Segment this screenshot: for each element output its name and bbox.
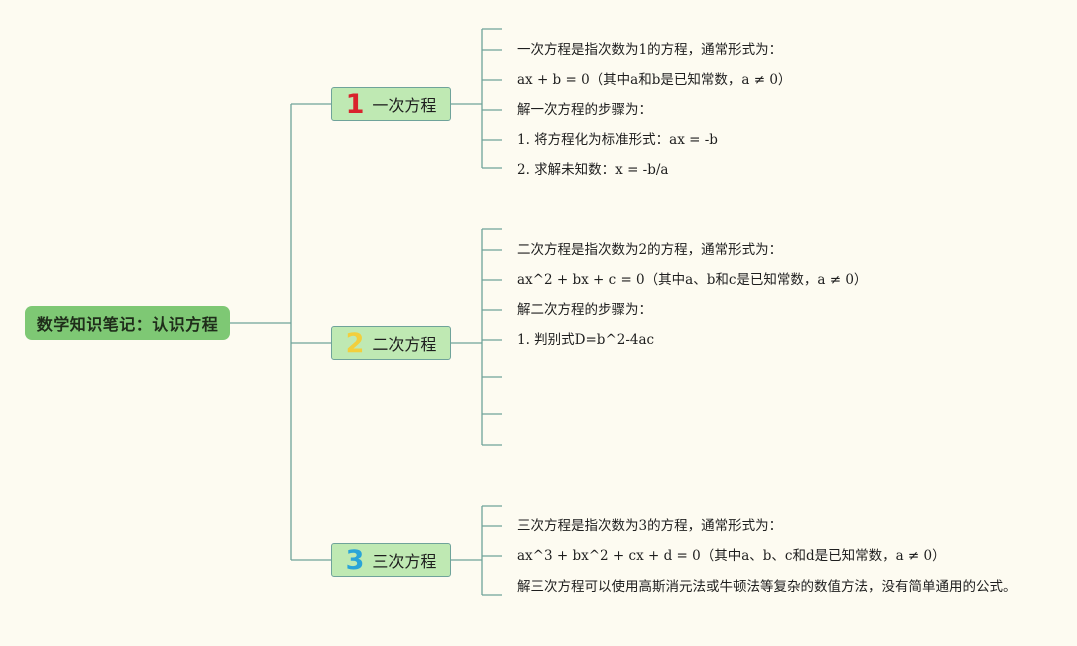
number-1-icon: 1 (345, 88, 365, 120)
number-3-icon: 3 (345, 544, 365, 576)
leaf-1-5[interactable]: 2. 求解未知数：x = -b/a (517, 162, 669, 178)
leaf-2-2[interactable]: ax^2 + bx + c = 0（其中a、b和c是已知常数，a ≠ 0） (517, 272, 868, 288)
branch-topic-3-label: 三次方程 (372, 552, 437, 571)
leaf-1-4[interactable]: 1. 将方程化为标准形式：ax = -b (517, 132, 718, 148)
number-2-icon: 2 (345, 327, 365, 359)
root-topic[interactable]: 数学知识笔记：认识方程 (25, 306, 230, 340)
branch-topic-2[interactable]: 2 二次方程 (331, 326, 451, 360)
leaf-3-2[interactable]: ax^3 + bx^2 + cx + d = 0（其中a、b、c和d是已知常数，… (517, 548, 946, 564)
leaf-2-3[interactable]: 解二次方程的步骤为： (517, 302, 652, 318)
leaf-1-3[interactable]: 解一次方程的步骤为： (517, 102, 652, 118)
root-topic-label: 数学知识笔记：认识方程 (36, 315, 219, 334)
leaf-3-3[interactable]: 解三次方程可以使用高斯消元法或牛顿法等复杂的数值方法，没有简单通用的公式。 (517, 579, 1017, 595)
leaf-2-4[interactable]: 1. 判别式D=b^2-4ac (517, 332, 655, 348)
branch-topic-1[interactable]: 1 一次方程 (331, 87, 451, 121)
branch-topic-2-label: 二次方程 (372, 335, 437, 354)
branch-topic-1-label: 一次方程 (372, 96, 437, 115)
branch-topic-3[interactable]: 3 三次方程 (331, 543, 451, 577)
leaf-1-1[interactable]: 一次方程是指次数为1的方程，通常形式为： (517, 42, 783, 58)
leaf-3-1[interactable]: 三次方程是指次数为3的方程，通常形式为： (517, 518, 783, 534)
leaf-1-2[interactable]: ax + b = 0（其中a和b是已知常数，a ≠ 0） (517, 72, 792, 88)
leaf-2-1[interactable]: 二次方程是指次数为2的方程，通常形式为： (517, 242, 783, 258)
